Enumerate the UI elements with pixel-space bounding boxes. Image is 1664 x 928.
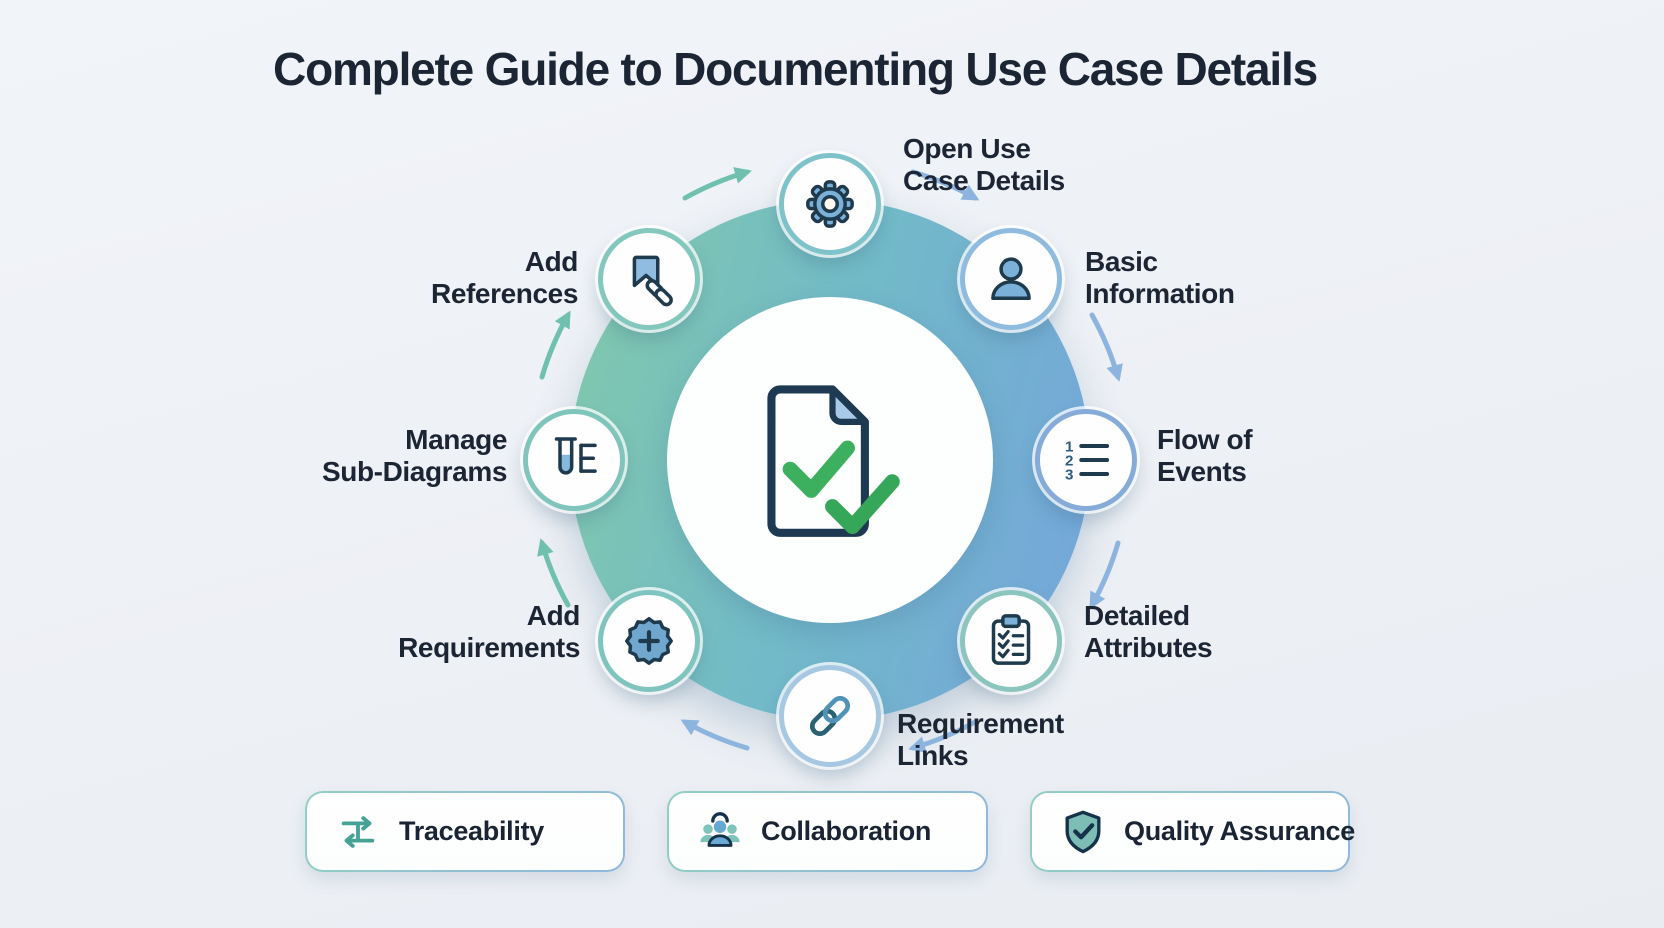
card-traceability: Traceability: [305, 791, 625, 872]
step-label-line: Basic: [1085, 246, 1158, 277]
clipboard-checklist-icon: [991, 614, 1031, 665]
step-label-flow-of-events: Flow of Events: [1157, 424, 1253, 489]
step-node-detailed-attributes: [960, 590, 1062, 692]
step-label-manage-sub-diagrams: Manage Sub-Diagrams: [322, 424, 507, 489]
step-label-line: Requirement: [897, 708, 1064, 739]
step-label-line: Case Details: [903, 165, 1065, 197]
step-label-line: Attributes: [1084, 632, 1213, 664]
page-title: Complete Guide to Documenting Use Case D…: [273, 43, 1318, 95]
card-label: Collaboration: [761, 816, 932, 846]
traceability-arrows-icon: [341, 815, 375, 848]
step-node-add-requirements: [598, 590, 700, 692]
step-node-requirement-links: [779, 665, 881, 767]
step-node-basic-information: [960, 228, 1062, 330]
step-label-detailed-attributes: Detailed Attributes: [1084, 600, 1213, 665]
step-label-line: References: [431, 278, 578, 310]
svg-text:2: 2: [1065, 452, 1073, 469]
step-label-line: Links: [897, 740, 969, 772]
step-label-line: Add: [524, 246, 579, 277]
step-label-line: Flow of: [1157, 424, 1253, 455]
user-icon: [991, 257, 1031, 300]
step-label-line: Manage: [405, 424, 507, 455]
step-label-line: Add: [526, 600, 581, 631]
step-label-line: Sub-Diagrams: [321, 456, 507, 488]
svg-text:3: 3: [1065, 466, 1073, 483]
step-label-line: Requirements: [398, 632, 580, 664]
step-node-flow-of-events: 1 2 3: [1035, 409, 1137, 511]
card-quality-assurance: Quality Assurance: [1030, 791, 1355, 872]
center-circle: [667, 297, 993, 623]
step-label-line: Open Use: [903, 133, 1031, 164]
step-label-add-references: Add References: [431, 246, 578, 311]
chain-link-icon: [809, 695, 851, 737]
step-label-open-use-case-details: Open Use Case Details: [903, 133, 1065, 198]
card-collaboration: Collaboration: [667, 791, 988, 872]
step-node-open-use-case-details: [779, 153, 881, 255]
step-label-line: Detailed: [1084, 600, 1190, 631]
card-label: Quality Assurance: [1124, 816, 1355, 846]
step-label-requirement-links: Requirement Links: [897, 708, 1064, 773]
document-check-icon: [767, 384, 900, 537]
step-node-manage-sub-diagrams: [523, 409, 625, 511]
step-label-line: Information: [1085, 278, 1235, 310]
step-label-line: Events: [1157, 456, 1247, 488]
shield-check-icon: [1065, 810, 1101, 853]
people-group-icon: [700, 811, 740, 847]
gear-icon: [806, 180, 854, 228]
step-label-basic-information: Basic Information: [1085, 246, 1235, 311]
step-label-add-requirements: Add Requirements: [398, 600, 580, 665]
bookmark-link-icon: [632, 255, 673, 307]
badge-plus-icon: [625, 617, 673, 665]
numbered-list-icon: 1 2 3: [1065, 438, 1110, 483]
test-tube-list-icon: [554, 437, 597, 475]
svg-text:1: 1: [1065, 438, 1073, 455]
step-node-add-references: [598, 228, 700, 330]
card-label: Traceability: [399, 816, 544, 846]
